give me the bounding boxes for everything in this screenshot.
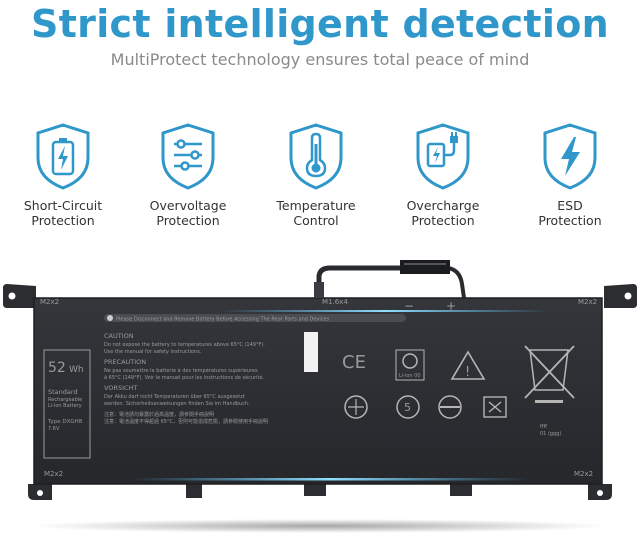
caution-line: Use the manual for safety instructions. [104, 349, 202, 355]
weee-bin-icon: ffff 01 (ggg) [524, 345, 575, 437]
standard-line: Rechargeable [48, 397, 82, 403]
sliders-icon [161, 123, 215, 190]
ground-shadow [30, 519, 610, 533]
feature-temperature: Temperature Control [256, 122, 376, 228]
capacity-unit: Wh [69, 365, 84, 375]
chinese-line: 注意：電池請勿暴露於過高溫度，請參閱手冊說明 [104, 411, 214, 418]
feature-overvoltage: Overvoltage Protection [128, 122, 248, 228]
battery-illustration: M2x2 M2x2 M1.6x4 − + 52 Wh Standard Rech… [3, 260, 637, 533]
screw-label-top-left: M2x2 [40, 298, 59, 306]
cert-circle-icon-1 [344, 395, 368, 419]
screw-label-bottom-right: M2x2 [574, 470, 593, 478]
feature-label: Overvoltage Protection [149, 198, 227, 228]
type-label: Type DXGH8 [47, 419, 83, 425]
cert-circle-icon-3 [438, 395, 462, 419]
vorsicht-line: Der Akku darf nicht Temperaturen über 65… [104, 394, 245, 400]
weee-sub: 01 (ggg) [540, 431, 561, 437]
lightning-icon [543, 123, 597, 190]
feature-short-circuit: Short-Circuit Protection [3, 122, 123, 228]
svg-text:!: ! [465, 365, 470, 380]
chinese-line: 注意：電池溫度不得超過 65°C，否則可能造成危險，請參閱使用手冊說明 [104, 418, 268, 425]
bottom-glow [130, 478, 530, 481]
page-title: Strict intelligent detection [31, 2, 609, 46]
standard-line: Li-ion Battery [48, 403, 82, 409]
battery-lightning-icon [36, 123, 90, 190]
vorsicht-line: werden. Sicherheitsanweisungen finden Si… [104, 401, 250, 407]
page-subtitle: MultiProtect technology ensures total pe… [110, 50, 530, 69]
info-icon [107, 315, 113, 321]
caution-line: Do not expose the battery to temperature… [104, 342, 265, 348]
connector-cable [314, 260, 466, 299]
capacity-value: 52 [48, 360, 66, 376]
weee-small: ffff [540, 424, 547, 430]
cert-square-icon [483, 396, 507, 418]
cert-circle-icon-2: 5 [396, 395, 420, 419]
thermometer-icon [289, 123, 343, 190]
feature-label: Short-Circuit Protection [23, 198, 103, 228]
screw-label-bottom-left: M2x2 [44, 470, 63, 478]
battery-body [34, 298, 602, 484]
feature-overcharge: Overcharge Protection [383, 122, 503, 228]
ce-mark: CE [342, 352, 366, 373]
precaution-line: à 65°C (149°F). Voir le manuel pour les … [104, 374, 265, 381]
precaution-line: Ne pas soumettre la batterie à des tempé… [104, 367, 258, 374]
standard-line: Standard [48, 388, 78, 396]
plug-icon [416, 123, 470, 190]
caution-heading: CAUTION [104, 332, 134, 340]
caution-text-block: CAUTION Do not expose the battery to tem… [104, 332, 268, 425]
warning-banner [104, 314, 406, 322]
vorsicht-heading: VORSICHT [104, 384, 137, 392]
precaution-heading: PRECAUTION [104, 358, 146, 366]
capacity-label-panel: 52 Wh Standard Rechargeable Li-ion Batte… [43, 349, 91, 459]
warning-triangle-icon: ! [450, 350, 486, 380]
plus-mark: + [446, 299, 456, 313]
recycle-icon: Li-ion 00 [395, 349, 425, 381]
screw-label-top-right: M2x2 [578, 298, 597, 306]
feature-label: Temperature Control [276, 198, 356, 228]
type-sub: 7.6V [48, 426, 60, 432]
svg-text:5: 5 [404, 401, 411, 414]
top-glow [220, 310, 550, 312]
white-sticker [304, 332, 318, 372]
recycle-text: Li-ion 00 [399, 373, 421, 379]
feature-label: Overcharge Protection [406, 198, 480, 228]
warning-banner-text: Please Disconnect and Remove Battery Bef… [116, 317, 330, 323]
feature-label: ESD Protection [538, 198, 602, 228]
minus-mark: − [404, 299, 414, 313]
mounting-holes [8, 292, 632, 496]
connector-label: M1.6x4 [322, 298, 348, 306]
feature-esd: ESD Protection [510, 122, 630, 228]
